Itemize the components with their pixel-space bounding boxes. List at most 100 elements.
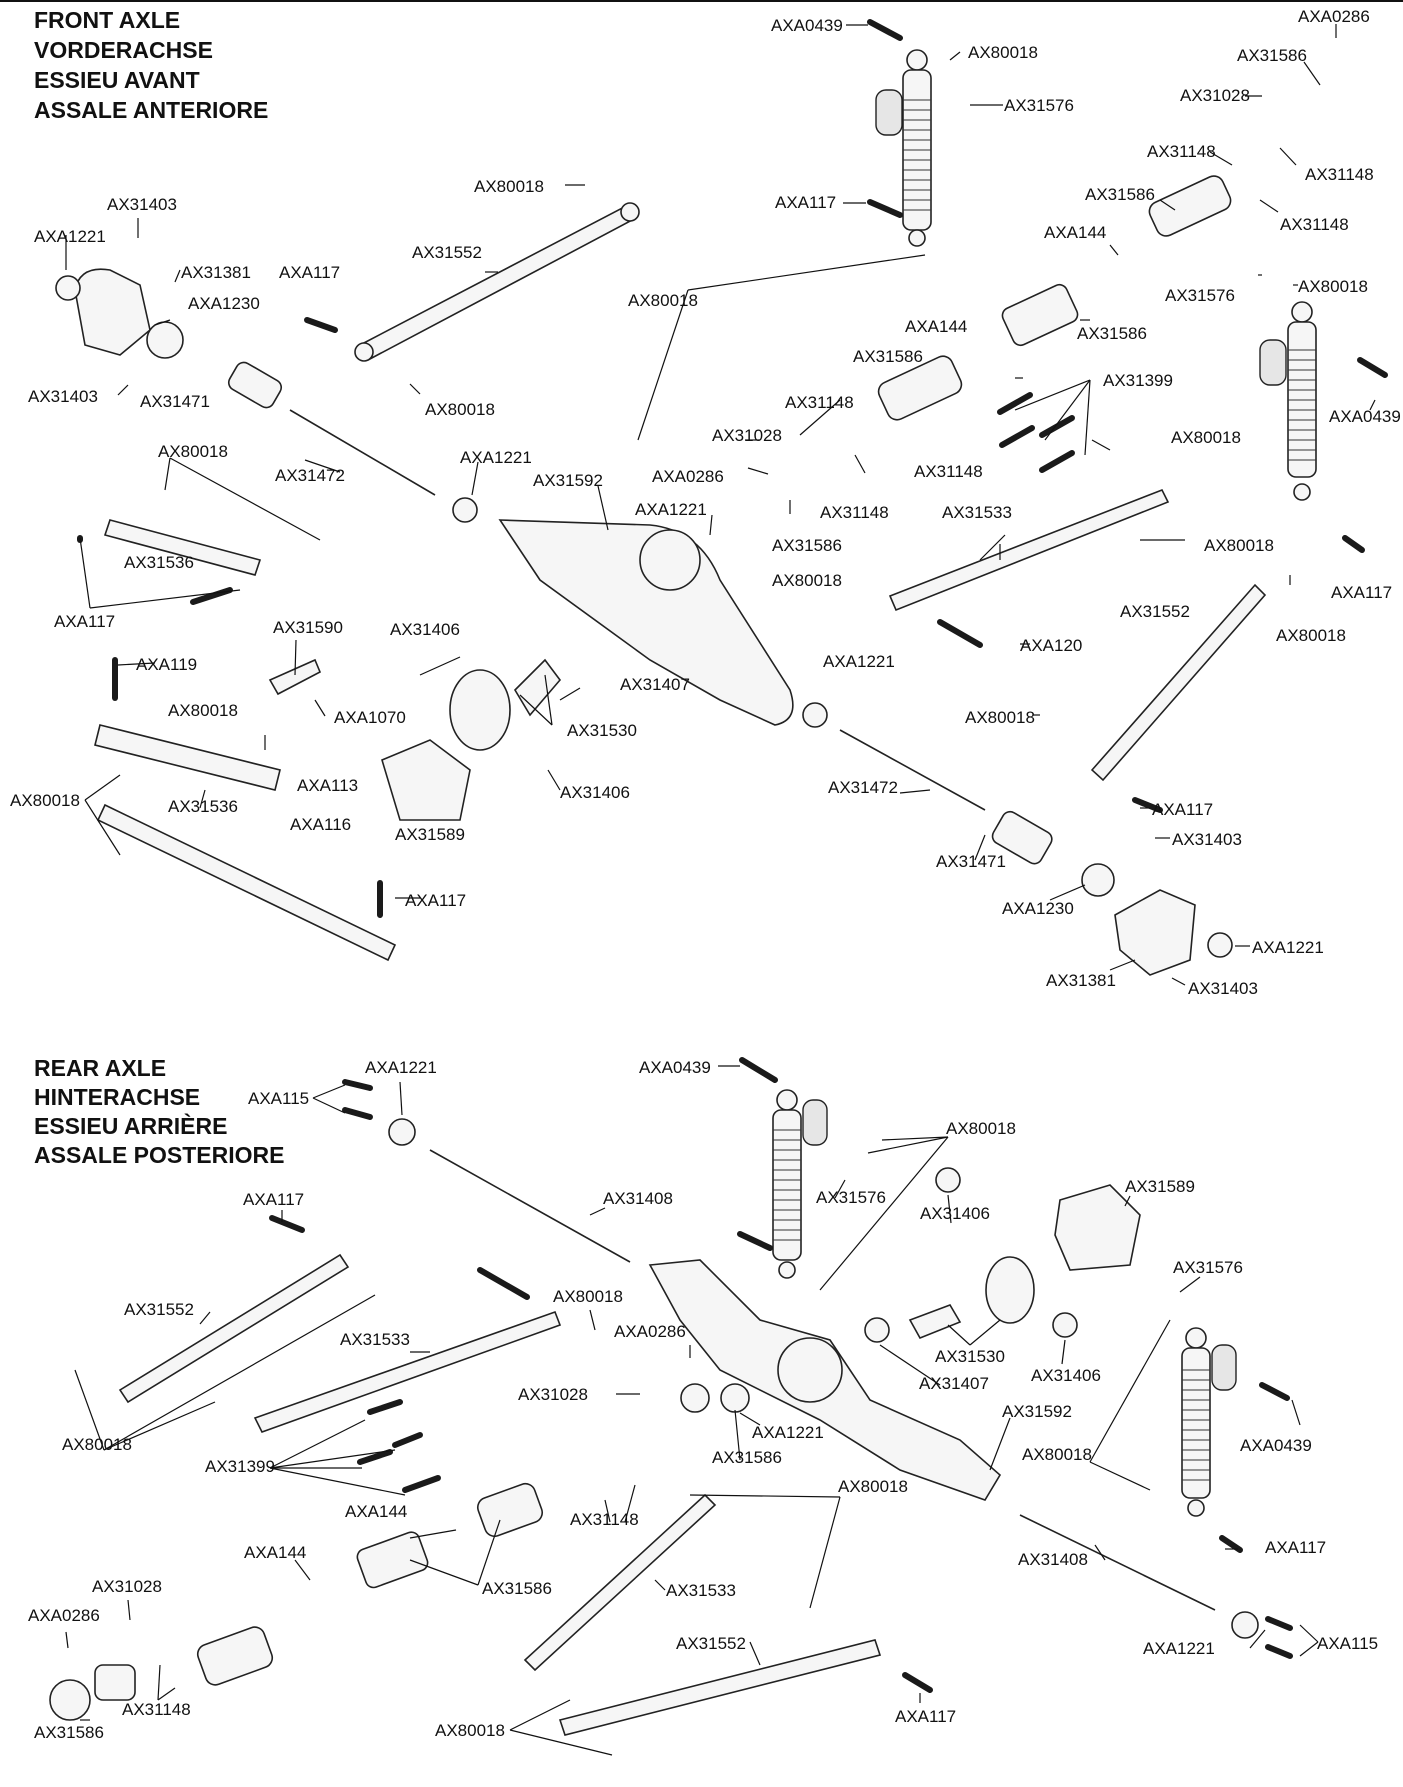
label-r-axa0439-a: AXA0439: [639, 1058, 711, 1077]
front-knuckle-right: [1114, 889, 1196, 976]
label-r-ax31399: AX31399: [205, 1457, 275, 1476]
front-right-link-upper: [888, 488, 1170, 612]
rear-title-en: REAR AXLE: [34, 1055, 166, 1081]
front-right-link-lower: [1090, 583, 1267, 782]
front-title-it: ASSALE ANTERIORE: [34, 97, 268, 123]
label-f-ax31552-a: AX31552: [412, 243, 482, 262]
front-axle-shaft-left: [289, 409, 436, 496]
front-servo-horn: [268, 658, 322, 696]
label-f-ax31536-b: AX31536: [168, 797, 238, 816]
label-f-ax80018-4: AX80018: [425, 400, 495, 419]
label-r-axa0439-b: AXA0439: [1240, 1436, 1312, 1455]
rear-lower-link-center: [523, 1493, 717, 1672]
label-f-ax31533: AX31533: [942, 503, 1012, 522]
label-f-axa144-b: AXA144: [905, 317, 967, 336]
label-r-axa115-b: AXA115: [1317, 1634, 1378, 1653]
front-parts: [55, 19, 1388, 976]
label-r-ax31533-b: AX31533: [666, 1581, 736, 1600]
rear-diff-cover: [1054, 1184, 1141, 1271]
label-f-ax31381-a: AX31381: [181, 263, 251, 282]
label-f-ax31028-top: AX31028: [1180, 86, 1250, 105]
rear-link-middle: [253, 1310, 562, 1433]
label-f-axa0439: AXA0439: [771, 16, 843, 35]
label-f-ax31148-f: AX31148: [820, 503, 889, 522]
label-r-ax80018-e: AX80018: [838, 1477, 908, 1496]
front-title-fr: ESSIEU AVANT: [34, 67, 200, 93]
label-r-axa1221-a: AXA1221: [365, 1058, 437, 1077]
label-f-ax31403-d: AX31403: [1188, 979, 1258, 998]
label-r-axa0286-b: AXA0286: [28, 1606, 100, 1625]
label-f-axa119: AXA119: [136, 655, 197, 674]
label-f-ax31592: AX31592: [533, 471, 603, 490]
label-r-ax31586-c: AX31586: [34, 1723, 104, 1742]
label-f-axa116: AXA116: [290, 815, 351, 834]
label-f-axa1230-a: AXA1230: [188, 294, 260, 313]
label-f-ax80018-12: AX80018: [10, 791, 80, 810]
label-f-axa1221-a: AXA1221: [34, 227, 106, 246]
label-f-ax31530: AX31530: [567, 721, 637, 740]
label-f-ax31472-a: AX31472: [275, 466, 345, 485]
label-f-ax31381-b: AX31381: [1046, 971, 1116, 990]
label-f-ax31403-b: AX31403: [28, 387, 98, 406]
label-f-ax31552-b: AX31552: [1120, 602, 1190, 621]
label-f-ax31472-b: AX31472: [828, 778, 898, 797]
label-f-axa0439-r: AXA0439: [1329, 407, 1401, 426]
rear-upper-link-left: [118, 1253, 350, 1404]
label-f-ax80018-9: AX80018: [1276, 626, 1346, 645]
label-f-axa1221-d: AXA1221: [823, 652, 895, 671]
rear-part-labels: AXA1221 AXA0439 AXA115 AX80018 AX31408 A…: [28, 1058, 1378, 1742]
label-f-ax80018-11: AX80018: [965, 708, 1035, 727]
rear-axle-shaft-right: [1019, 1514, 1216, 1611]
label-f-ax31590: AX31590: [273, 618, 343, 637]
label-f-axa117-a: AXA117: [279, 263, 340, 282]
label-r-axa1221-c: AXA1221: [1143, 1639, 1215, 1658]
label-f-axa1070: AXA1070: [334, 708, 406, 727]
rear-title-de: HINTERACHSE: [34, 1084, 200, 1110]
front-shock-left: [875, 49, 932, 247]
front-driveshaft-tube: [1148, 175, 1232, 237]
front-ring-gear: [449, 669, 511, 751]
label-f-axa1221-c: AXA1221: [635, 500, 707, 519]
label-f-ax31576-r: AX31576: [1165, 286, 1235, 305]
label-f-axa117-d: AXA117: [405, 891, 466, 910]
label-r-ax31533-a: AX31533: [340, 1330, 410, 1349]
front-part-labels: AXA0439 AX80018 AXA0286 AX31586 AX31028 …: [10, 7, 1401, 998]
label-f-ax31148-e: AX31148: [914, 462, 983, 481]
label-r-axa0286-a: AXA0286: [614, 1322, 686, 1341]
front-lower-link-upper: [103, 519, 262, 576]
label-r-ax31407: AX31407: [919, 1374, 989, 1393]
label-r-ax31586-a: AX31586: [712, 1448, 782, 1467]
label-r-axa1221-b: AXA1221: [752, 1423, 824, 1442]
label-f-ax80018-3: AX80018: [628, 291, 698, 310]
label-f-ax31589: AX31589: [395, 825, 465, 844]
label-f-ax31586-c: AX31586: [1077, 324, 1147, 343]
label-r-ax31406-b: AX31406: [1031, 1366, 1101, 1385]
label-f-ax31148-b: AX31148: [1305, 165, 1374, 184]
label-f-axa0286-b: AXA0286: [652, 467, 724, 486]
front-axle-shaft-right: [839, 729, 986, 811]
label-f-ax31028-b: AX31028: [712, 426, 782, 445]
label-f-axa1230-b: AXA1230: [1002, 899, 1074, 918]
label-r-ax31576-a: AX31576: [816, 1188, 886, 1207]
label-r-ax31148-b: AX31148: [122, 1700, 191, 1719]
label-f-ax31148-a: AX31148: [1147, 142, 1216, 161]
label-r-ax80018-a: AX80018: [946, 1119, 1016, 1138]
label-f-ax31407: AX31407: [620, 675, 690, 694]
label-f-axa117-shock: AXA117: [775, 193, 836, 212]
front-driveshaft-spline: [1001, 283, 1079, 347]
rear-shock-right: [1181, 1327, 1237, 1517]
label-f-ax31586-top: AX31586: [1237, 46, 1307, 65]
label-f-axa117-c: AXA117: [1152, 800, 1213, 819]
label-f-ax31403-c: AX31403: [1172, 830, 1242, 849]
label-f-axa1221-e: AXA1221: [1252, 938, 1324, 957]
label-f-ax80018-2: AX80018: [474, 177, 544, 196]
label-f-axa113: AXA113: [297, 776, 358, 795]
label-f-ax80018-r: AX80018: [1298, 277, 1368, 296]
front-lower-link-lower: [94, 724, 281, 791]
label-r-axa117-b: AXA117: [1265, 1538, 1326, 1557]
label-f-ax80018-6: AX80018: [158, 442, 228, 461]
label-r-ax80018-f: AX80018: [435, 1721, 505, 1740]
label-r-ax31552-b: AX31552: [676, 1634, 746, 1653]
label-f-ax31148-c: AX31148: [1280, 215, 1349, 234]
